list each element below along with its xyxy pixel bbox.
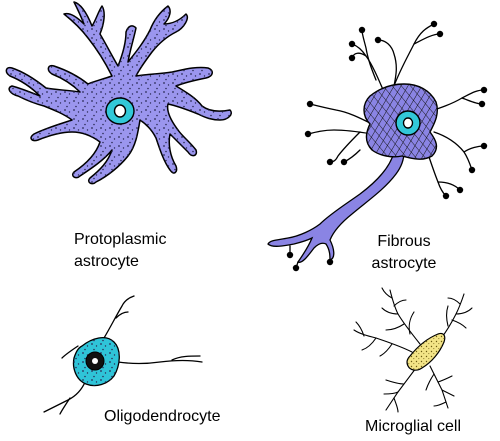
label-fibrous-astrocyte: Fibrous astrocyte bbox=[372, 231, 437, 275]
label-protoplasmic-astrocyte: Protoplasmic astrocyte bbox=[74, 229, 166, 273]
fibrous-nucleolus bbox=[402, 117, 414, 129]
label-protoplasmic-line2: astrocyte bbox=[74, 253, 139, 270]
protoplasmic-stipple bbox=[6, 2, 232, 184]
label-protoplasmic-line1: Protoplasmic bbox=[74, 231, 167, 248]
microglial-cell bbox=[353, 287, 473, 413]
label-oligodendrocyte: Oligodendrocyte bbox=[104, 408, 221, 425]
label-fibrous-line1: Fibrous bbox=[377, 233, 431, 250]
protoplasmic-nucleolus bbox=[113, 104, 127, 118]
protoplasmic-astrocyte bbox=[5, 1, 232, 185]
fibrous-end-feet bbox=[286, 20, 488, 272]
label-fibrous-line2: astrocyte bbox=[371, 255, 437, 272]
oligodendrocyte bbox=[43, 295, 203, 415]
fibrous-astrocyte bbox=[267, 20, 488, 272]
label-microglial-cell: Microglial cell bbox=[365, 418, 462, 435]
